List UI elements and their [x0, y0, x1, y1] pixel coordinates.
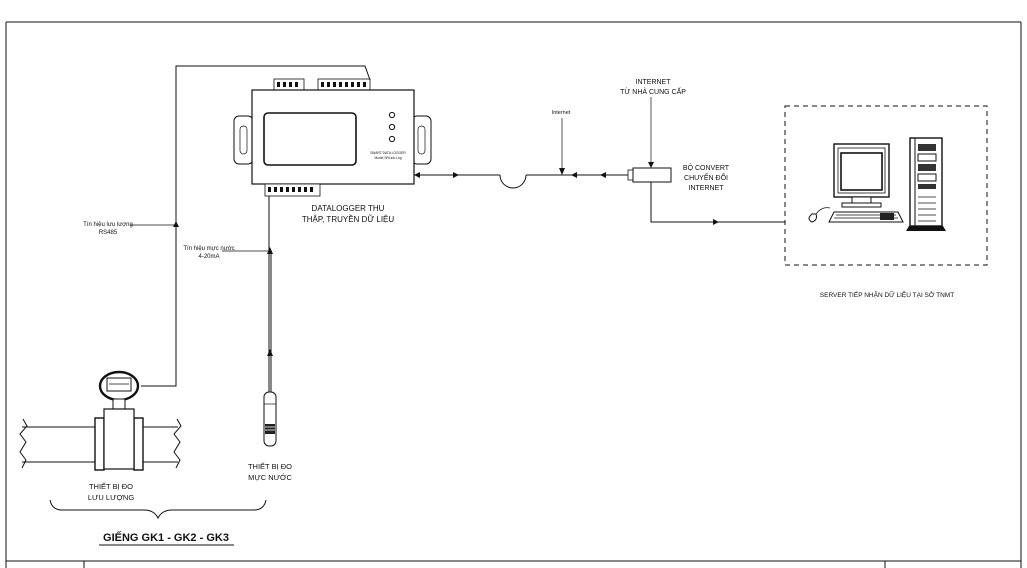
converter-label-line1: BỘ CONVERT	[683, 163, 730, 172]
server-boundary	[784, 105, 988, 266]
internet-label: Internet	[552, 110, 571, 116]
internet-link	[414, 118, 628, 189]
flow-device-label-line1: THIẾT BỊ ĐO	[89, 481, 133, 491]
internet-provider-label-line2: TỪ NHÀ CUNG CẤP	[620, 86, 686, 96]
level-signal-label-line1: Tín hiệu mực nước	[183, 246, 234, 252]
datalogger-screen	[263, 112, 357, 166]
mouse-icon	[808, 207, 831, 223]
datalogger-model-subtext: Model SRLink-Log	[374, 156, 401, 160]
wells-title: GIẾNG GK1 - GK2 - GK3	[103, 531, 229, 544]
level-device-label-line1: THIẾT BỊ ĐO	[248, 461, 292, 471]
keyboard-icon	[828, 211, 904, 223]
internet-provider-label-line1: INTERNET	[636, 79, 672, 86]
internet-provider-arrow	[648, 162, 654, 168]
flow-signal-cable	[130, 65, 371, 387]
server-caption: SERVER TIẾP NHẬN DỮ LIỆU TẠI SỞ TNMT	[820, 289, 954, 299]
datalogger-icon: SMART DATA LOGGER Model SRLink-Log	[233, 78, 432, 197]
datalogger-label-line2: THẬP, TRUYỀN DỮ LIỆU	[302, 214, 395, 224]
datalogger-bottom-terminals	[264, 183, 321, 197]
converter-icon	[627, 167, 672, 183]
converter-label-line2: CHUYỂN ĐỔI	[684, 173, 728, 182]
flow-meter-icon	[94, 370, 144, 471]
drawing-frame	[5, 21, 1022, 568]
datalogger-top-terminals	[273, 78, 371, 92]
converter-to-server-link	[650, 182, 785, 225]
water-pipe	[19, 418, 182, 469]
flow-signal-label-line1: Tín hiệu lưu lượng	[83, 222, 133, 228]
wells-brace	[49, 499, 267, 520]
datalogger-label-line1: DATALOGGER THU	[312, 204, 385, 213]
flow-device-label-line2: LƯU LƯỢNG	[88, 493, 134, 502]
datalogger-leds	[388, 111, 396, 143]
level-signal-cable	[222, 196, 273, 392]
server-tower-icon	[906, 137, 946, 231]
flow-signal-label-line2: RS485	[99, 230, 118, 236]
converter-label-line3: INTERNET	[689, 185, 725, 192]
computer-monitor-icon	[833, 143, 890, 208]
level-signal-label-line2: 4-20mA	[198, 254, 219, 260]
datalogger-model-text: SMART DATA LOGGER	[370, 151, 406, 155]
level-sensor-probe-icon	[263, 391, 277, 447]
level-device-label-line2: MỰC NƯỚC	[248, 473, 292, 482]
